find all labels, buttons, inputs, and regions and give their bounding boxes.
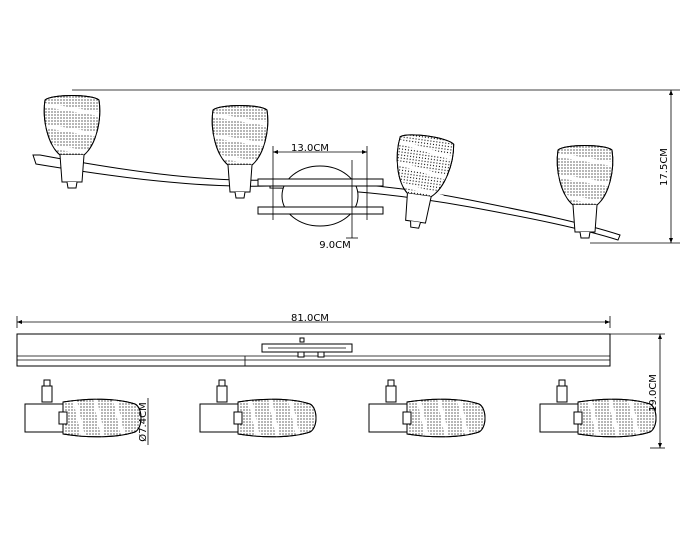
side-spotlight-4 xyxy=(538,378,658,439)
shade-diameter-label: Ø7.4CM xyxy=(137,402,149,441)
spotlight-1 xyxy=(42,93,102,190)
bar-length-label: 81.0CM xyxy=(291,313,329,324)
spotlight-3 xyxy=(385,130,458,234)
side-spotlight-2 xyxy=(198,378,318,439)
side-spotlight-3 xyxy=(367,378,487,439)
side-height-label: 19.0CM xyxy=(648,374,659,412)
canopy-width-label: 13.0CM xyxy=(291,143,329,154)
canopy-depth-label: 9.0CM xyxy=(319,240,351,251)
canopy-oval xyxy=(281,165,359,227)
top-view: 13.0CM 9.0CM 17.5CM xyxy=(32,89,680,251)
side-view: 81.0CM Ø7.4CM 19.0CM xyxy=(16,313,665,449)
side-spotlight-1 xyxy=(23,378,143,439)
overall-height-label: 17.5CM xyxy=(659,148,670,186)
